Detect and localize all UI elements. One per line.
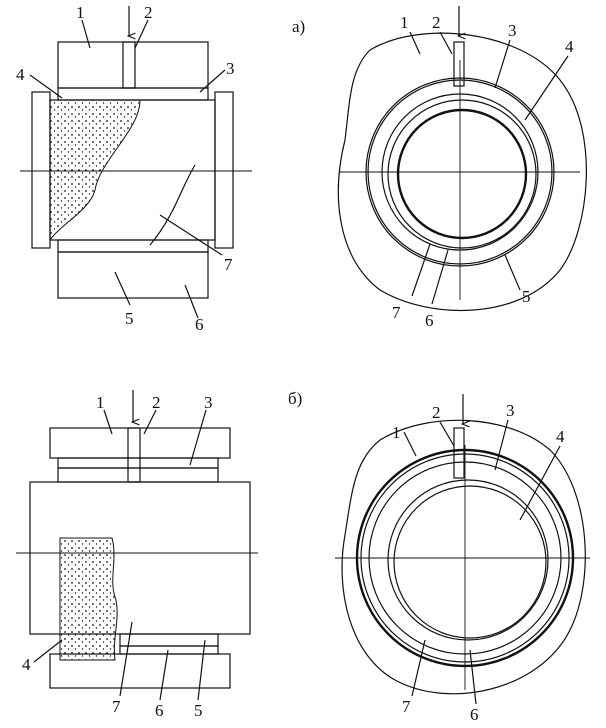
label-b-cross-7: 7	[402, 697, 411, 716]
flange-left-a	[31, 91, 51, 249]
label-a-cross-4: 4	[565, 37, 574, 56]
variant-b-label: б)	[288, 389, 302, 408]
label-a-side-1: 1	[76, 3, 85, 22]
oil-hole-cross-b	[453, 427, 465, 479]
housing-top-a	[57, 41, 209, 89]
variant-b-cross-section: 1 2 3 4 7 6	[335, 394, 590, 724]
flange-right-a	[214, 91, 234, 249]
label-a-cross-7: 7	[392, 303, 401, 322]
label-b-side-4: 4	[22, 655, 31, 674]
housing-outer-b	[341, 419, 586, 695]
label-b-side-3: 3	[204, 393, 213, 412]
label-a-cross-5: 5	[522, 287, 531, 306]
journal-a	[396, 108, 528, 240]
variant-a-label: а)	[292, 17, 305, 36]
oil-hole-b	[127, 427, 141, 483]
label-b-side-6: 6	[155, 701, 164, 720]
oil-hole-cross-a	[453, 41, 465, 87]
label-a-side-7: 7	[224, 255, 233, 274]
journal-gap-b	[387, 479, 549, 641]
label-b-cross-2: 2	[432, 403, 441, 422]
label-b-cross-3: 3	[506, 401, 515, 420]
housing-bottom-a	[57, 251, 209, 299]
bearing-layer-top-b	[57, 467, 219, 483]
cutaway-region-a	[49, 99, 141, 242]
label-a-side-3: 3	[226, 59, 235, 78]
bushing-bottom-a	[57, 239, 209, 253]
label-a-side-6: 6	[195, 315, 204, 334]
label-b-cross-1: 1	[392, 423, 401, 442]
bushing-top-a	[57, 87, 209, 101]
oil-hole-a	[122, 41, 136, 89]
bushing-top-b	[57, 457, 219, 469]
label-b-side-7: 7	[112, 697, 121, 716]
label-b-side-5: 5	[194, 701, 203, 720]
variant-a-cross-section: 1 2 3 4 5 6 7	[337, 6, 587, 330]
bearing-layer-bottom-b	[119, 633, 219, 647]
label-a-cross-6: 6	[425, 311, 434, 330]
label-a-cross-2: 2	[432, 13, 441, 32]
label-a-cross-1: 1	[400, 13, 409, 32]
housing-bottom-b	[49, 653, 231, 689]
label-a-side-5: 5	[125, 309, 134, 328]
cutaway-edge-a	[149, 164, 196, 246]
label-b-side-2: 2	[152, 393, 161, 412]
label-a-cross-3: 3	[508, 21, 517, 40]
label-a-side-4: 4	[16, 65, 25, 84]
journal-b	[393, 485, 547, 639]
label-a-side-2: 2	[144, 3, 153, 22]
housing-outer-a	[337, 32, 587, 311]
variant-a-side-view: 1 2 3 4 5 6 7	[16, 3, 252, 334]
cutaway-region-b	[59, 537, 118, 661]
variant-b-side-view: 1 2 3 4 7 6 5	[16, 390, 258, 720]
label-b-cross-6: 6	[470, 705, 479, 724]
label-b-side-1: 1	[96, 393, 105, 412]
label-b-cross-4: 4	[556, 427, 565, 446]
bushing-layer-a	[387, 99, 537, 249]
